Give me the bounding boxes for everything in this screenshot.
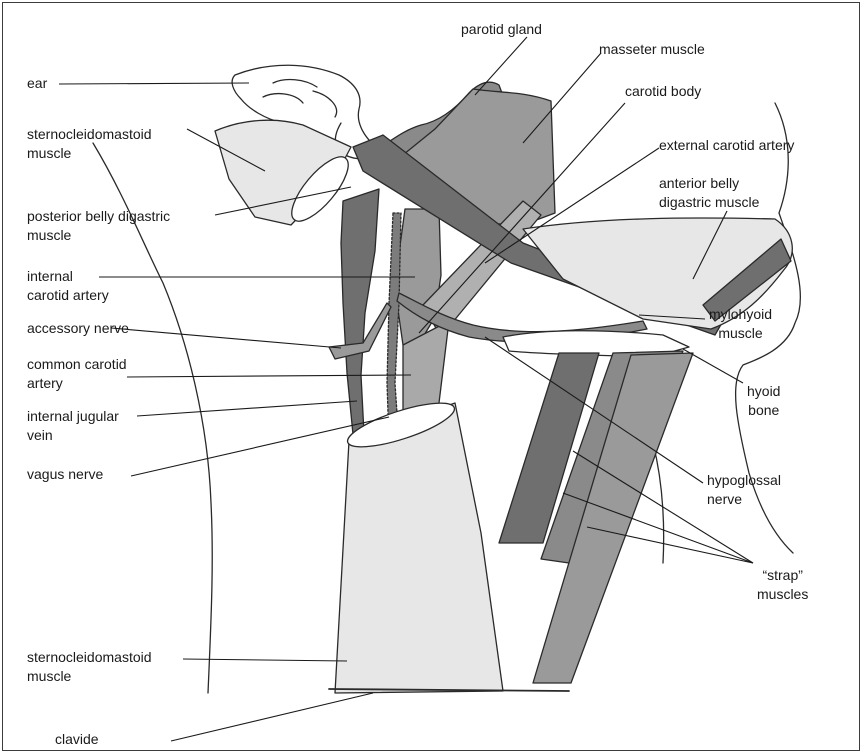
- label-clavicle: clavide: [55, 730, 99, 749]
- leader-clavicle: [171, 693, 373, 741]
- label-masseter-muscle: masseter muscle: [599, 40, 705, 59]
- neck-outline-front-lower: [653, 443, 664, 563]
- label-carotid-body: carotid body: [625, 82, 701, 101]
- label-vagus-nerve: vagus nerve: [27, 465, 103, 484]
- label-internal-jugular-vein: internal jugular vein: [27, 407, 119, 445]
- label-common-carotid-artery: common carotid artery: [27, 355, 127, 393]
- leader-internal-jugular: [137, 401, 357, 416]
- leader-common-carotid: [127, 375, 411, 377]
- label-mylohyoid-muscle: mylohyoid muscle: [709, 305, 772, 343]
- label-hypoglossal-nerve: hypoglossal nerve: [707, 471, 781, 509]
- label-parotid-gland: parotid gland: [461, 20, 542, 39]
- label-accessory-nerve: accessory nerve: [27, 319, 129, 338]
- leader-scm-lower: [183, 659, 347, 661]
- leader-hyoid: [683, 349, 743, 383]
- label-sternocleidomastoid-lower: sternocleidomastoid muscle: [27, 648, 152, 686]
- leader-parotid: [475, 37, 527, 95]
- vagus-nerve-shape: [387, 213, 401, 443]
- leader-accessory: [111, 328, 341, 348]
- label-strap-muscles: “strap” muscles: [757, 566, 808, 604]
- label-posterior-belly-digastric: posterior belly digastric muscle: [27, 207, 170, 245]
- label-hyoid-bone: hyoid bone: [747, 382, 780, 420]
- label-internal-carotid-artery: internal carotid artery: [27, 267, 109, 305]
- label-anterior-belly-digastric: anterior belly digastric muscle: [659, 174, 759, 212]
- leader-ear: [59, 83, 249, 84]
- label-external-carotid-artery: external carotid artery: [659, 136, 794, 155]
- label-sternocleidomastoid-upper: sternocleidomastoid muscle: [27, 125, 152, 163]
- internal-jugular-vein-shape: [341, 189, 379, 455]
- neck-anatomy-drawing: [3, 3, 861, 752]
- label-ear: ear: [27, 74, 47, 93]
